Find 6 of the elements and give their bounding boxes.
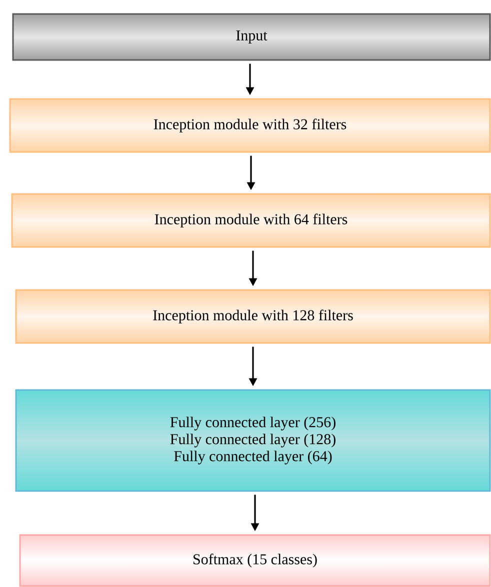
- module-box: Inception module with 32 filters: [9, 98, 491, 153]
- layer-box: Fully connected layer (256) Fully connected layer (128) Fully connected layer (64): [15, 389, 491, 492]
- input-box: Input: [12, 13, 491, 61]
- output-box: Softmax (15 classes): [19, 534, 491, 587]
- module-box: Inception module with 64 filters: [11, 193, 491, 248]
- module-box: Inception module with 128 filters: [15, 289, 491, 344]
